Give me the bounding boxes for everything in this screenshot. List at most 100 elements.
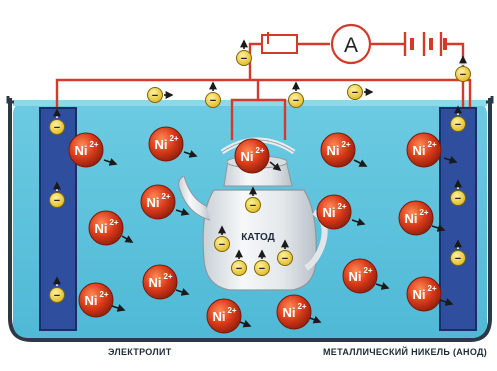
ion-motion-arrow	[183, 150, 198, 158]
circuit-wires	[55, 42, 472, 140]
ion-motion-arrow	[353, 159, 368, 167]
electron-ball	[205, 92, 221, 108]
nickel-ion-symbol: Ni	[241, 149, 254, 164]
electron-symbol: −	[54, 195, 60, 207]
nickel-ion-symbol: Ni	[413, 287, 426, 302]
nickel-ion-ball	[406, 276, 442, 312]
ion-motion-arrow	[443, 156, 458, 164]
ion-motion-arrow	[121, 235, 134, 243]
electron-ball	[277, 250, 293, 266]
ion-motion-arrow	[103, 158, 118, 166]
electron-ball	[49, 287, 65, 303]
ion-motion-arrow	[309, 315, 322, 324]
nickel-ion-symbol: Ni	[327, 143, 340, 158]
electron: −	[245, 186, 261, 213]
electron-symbol: −	[210, 95, 216, 107]
nickel-ion-charge: 2+	[337, 202, 346, 211]
electron-symbol: −	[219, 239, 225, 251]
ion-motion-arrow	[175, 208, 190, 216]
electron: −	[205, 81, 221, 108]
electrolyte-caption: ЭЛЕКТРОЛИТ	[108, 347, 172, 357]
electron-ball	[455, 66, 471, 82]
nickel-ion-ball	[206, 298, 242, 334]
nickel-ion-ball	[234, 138, 270, 174]
electron: −	[288, 81, 304, 108]
nickel-ion-symbol: Ni	[85, 293, 98, 308]
nickel-ion-charge: 2+	[163, 272, 172, 281]
nickel-ion-ball	[68, 132, 104, 168]
electron: −	[49, 276, 65, 303]
electron: −	[147, 87, 174, 103]
ion-motion-arrow	[111, 304, 126, 312]
electron-symbol: −	[259, 263, 265, 275]
electrons: −−−−−−−−−−−−−−−−−	[49, 39, 471, 303]
electron-symbol: −	[455, 253, 461, 265]
nickel-ion-symbol: Ni	[147, 195, 160, 210]
nickel-ion-charge: 2+	[255, 146, 264, 155]
electron-ball	[214, 236, 230, 252]
electron: −	[455, 55, 471, 82]
electron-symbol: −	[54, 290, 60, 302]
battery	[400, 32, 447, 56]
nickel-ion-charge: 2+	[109, 218, 118, 227]
electron-symbol: −	[460, 69, 466, 81]
nickel-ion-ball	[140, 184, 176, 220]
electron: −	[236, 39, 252, 66]
nickel-ion-symbol: Ni	[95, 221, 108, 236]
nickel-ion-charge: 2+	[297, 302, 306, 311]
ammeter: A	[330, 23, 372, 65]
electron-ball	[347, 84, 363, 100]
nickel-ion-charge: 2+	[427, 140, 436, 149]
electron-ball	[254, 260, 270, 276]
nickel-ion-symbol: Ni	[405, 211, 418, 226]
electron-ball	[245, 197, 261, 213]
ion-motion-arrow	[431, 224, 446, 232]
nickel-ion-symbol: Ni	[349, 269, 362, 284]
electron-symbol: −	[152, 90, 158, 102]
electron-symbol: −	[250, 200, 256, 212]
nickel-ion-ball	[398, 200, 434, 236]
nickel-ion-symbol: Ni	[323, 205, 336, 220]
electron-ball	[49, 119, 65, 135]
electron: −	[450, 239, 466, 266]
electron-symbol: −	[54, 122, 60, 134]
nickel-ion-charge: 2+	[227, 306, 236, 315]
electron-ball	[236, 50, 252, 66]
electron-symbol: −	[455, 119, 461, 131]
electron: −	[254, 249, 270, 276]
anode-caption: МЕТАЛЛИЧЕСКИЙ НИКЕЛЬ (АНОД)	[323, 347, 488, 357]
electron-symbol: −	[282, 253, 288, 265]
electron-ball	[450, 116, 466, 132]
nickel-ion-symbol: Ni	[75, 143, 88, 158]
nickel-ion-charge: 2+	[89, 140, 98, 149]
nickel-ion-charge: 2+	[341, 140, 350, 149]
nickel-ion-ball	[78, 282, 114, 318]
nickel-ion-ball	[142, 264, 178, 300]
electron-symbol: −	[352, 87, 358, 99]
nickel-ion-symbol: Ni	[413, 143, 426, 158]
nickel-ion-ball	[276, 294, 312, 330]
nickel-ion-ball	[342, 258, 378, 294]
electron-ball	[450, 190, 466, 206]
ion-motion-arrow	[175, 288, 190, 296]
nickel-ion-charge: 2+	[99, 290, 108, 299]
electron: −	[49, 108, 65, 135]
ammeter-symbol: A	[344, 34, 358, 57]
nickel-ion-symbol: Ni	[213, 309, 226, 324]
electron-symbol: −	[241, 53, 247, 65]
ion-motion-arrow	[439, 298, 454, 306]
